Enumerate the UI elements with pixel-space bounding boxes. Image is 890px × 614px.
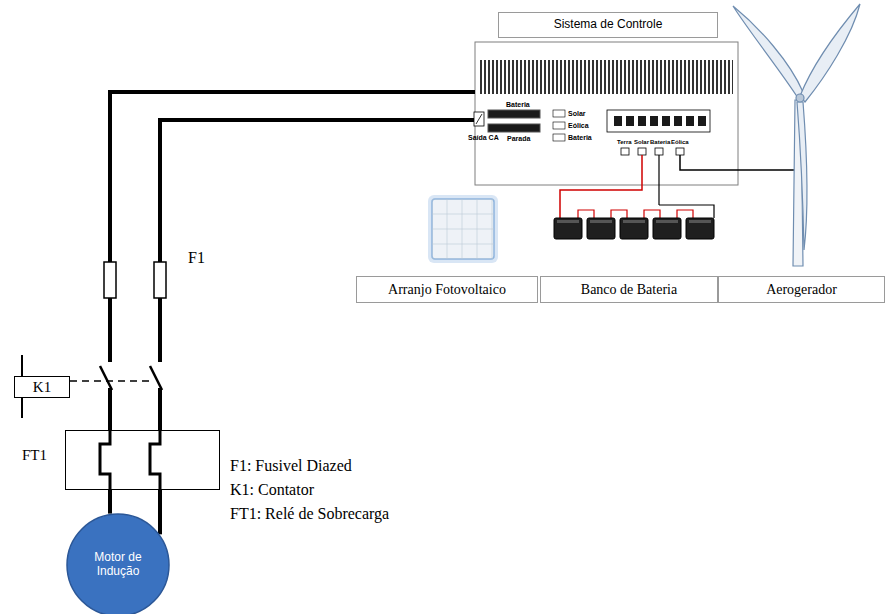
caption-box: Banco de Bateria <box>540 276 718 303</box>
panel-label: Bateria <box>506 101 530 108</box>
panel-label: Parada <box>507 135 530 142</box>
battery-bank <box>554 155 714 239</box>
wind-turbine <box>733 4 860 266</box>
panel-label: Eólica <box>671 139 689 145</box>
contactor-symbol <box>22 355 162 418</box>
box-label: Arranjo Fotovoltaico <box>388 282 506 297</box>
box-label: Banco de Bateria <box>581 282 677 297</box>
box-label: K1 <box>33 379 51 396</box>
panel-label: Terra <box>617 139 632 145</box>
panel-label: Bateria <box>568 134 592 141</box>
box-label: Aerogerador <box>766 282 837 297</box>
panel-label: Solar <box>568 110 586 117</box>
panel-label: Bateria <box>650 139 670 145</box>
motor-label: Motor de Indução <box>88 551 148 579</box>
fuse-symbol <box>104 262 166 298</box>
solar-panel <box>428 195 498 263</box>
key-entry: FT1: Relé de Sobrecarga <box>230 506 389 522</box>
overload-relay-symbol <box>100 430 160 490</box>
power-wiring <box>110 92 475 430</box>
panel-label: Solar <box>634 139 649 145</box>
key-entry: F1: Fusivel Diazed <box>230 458 352 474</box>
panel-label: Eólica <box>568 122 589 129</box>
power-wire <box>158 490 162 534</box>
box-label: Sistema de Controle <box>554 18 663 31</box>
coil-box: K1 <box>14 376 70 398</box>
caption-box: Arranjo Fotovoltaico <box>356 276 538 303</box>
key-entry: K1: Contator <box>230 482 314 498</box>
relay-box: FT1 <box>65 430 220 490</box>
panel-label: Saída CA <box>468 134 499 141</box>
turbine-cable <box>680 155 797 266</box>
power-wire <box>108 490 112 514</box>
motor-circle: Motor de Indução <box>66 513 170 614</box>
controller-housing <box>474 42 738 185</box>
caption-box: Aerogerador <box>718 276 885 303</box>
fuse-label: F1 <box>188 250 205 266</box>
relay-heading: FT1 <box>22 447 47 464</box>
title-box: Sistema de Controle <box>498 12 718 38</box>
